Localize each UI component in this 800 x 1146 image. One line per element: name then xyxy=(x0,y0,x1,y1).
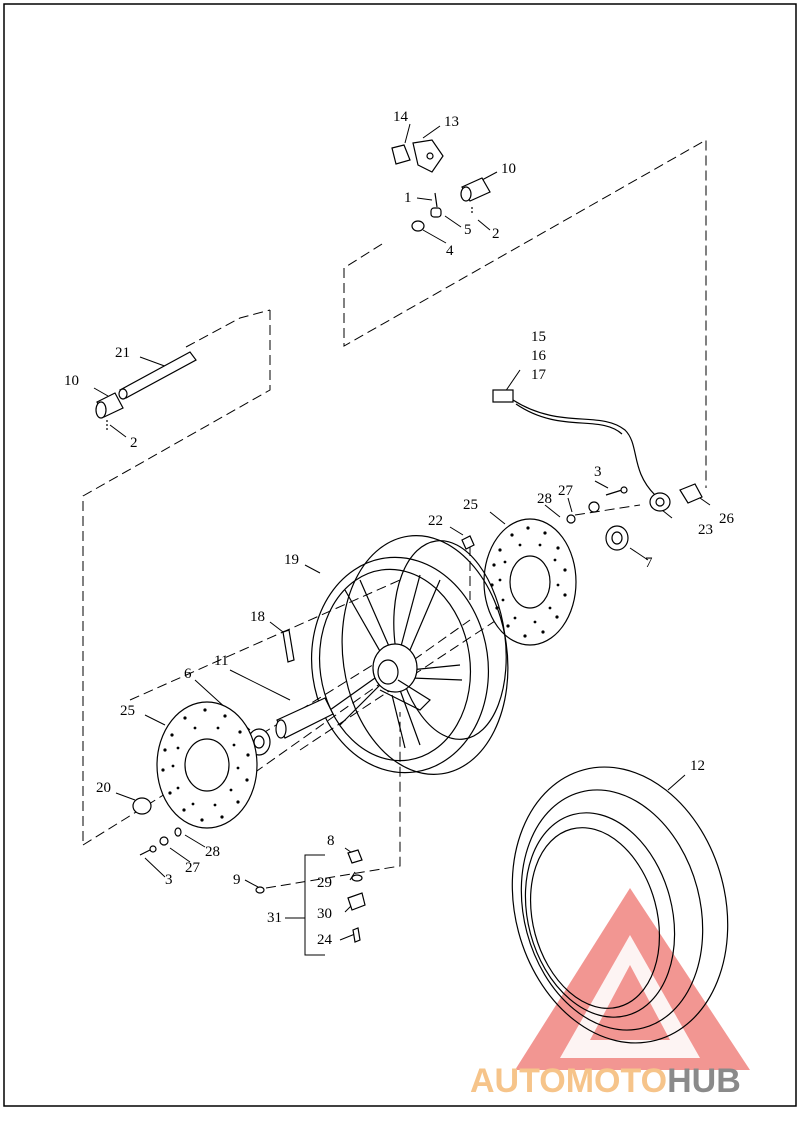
label-part-26: 26 xyxy=(719,511,734,527)
hardware-left-3-27-28 xyxy=(139,827,182,856)
tire-part-12 xyxy=(511,766,729,1044)
label-part-28-right: 28 xyxy=(537,491,552,507)
label-part-22: 22 xyxy=(428,513,443,529)
watermark-auto: AUTO xyxy=(470,1062,566,1100)
label-part-11: 11 xyxy=(214,653,229,669)
sensor-parts-23-26 xyxy=(649,483,703,512)
wheel-rim-part-19 xyxy=(310,535,509,775)
diagram-border xyxy=(3,3,797,1107)
axle-part-21 xyxy=(118,351,197,400)
label-part-18: 18 xyxy=(250,609,265,625)
cap-part-20 xyxy=(132,797,152,815)
valve-stem-parts xyxy=(255,849,366,943)
hardware-right-3-27-28 xyxy=(566,486,628,524)
label-part-7: 7 xyxy=(645,555,653,571)
label-part-27-left: 27 xyxy=(185,860,200,876)
bracket-parts-13-14 xyxy=(391,139,444,173)
label-part-2-left: 2 xyxy=(130,435,138,451)
brake-rotor-right xyxy=(483,518,577,646)
label-part-1: 1 xyxy=(404,190,412,206)
label-part-10-top: 10 xyxy=(501,161,516,177)
label-part-17: 17 xyxy=(531,367,546,383)
spacer-part-10-top xyxy=(460,177,491,215)
label-part-28-left: 28 xyxy=(205,844,220,860)
label-part-19: 19 xyxy=(284,552,299,568)
watermark-hub: HUB xyxy=(667,1062,741,1100)
label-part-23: 23 xyxy=(698,522,713,538)
label-part-20: 20 xyxy=(96,780,111,796)
label-part-12: 12 xyxy=(690,758,705,774)
label-part-24: 24 xyxy=(317,932,332,948)
label-part-27-right: 27 xyxy=(558,483,573,499)
watermark-moto: MOTO xyxy=(565,1062,668,1100)
spacer-tube-part-11 xyxy=(275,697,334,739)
label-part-2-top: 2 xyxy=(492,226,500,242)
label-part-29: 29 xyxy=(317,875,332,891)
spacer-part-10-left xyxy=(95,392,124,430)
label-part-15: 15 xyxy=(531,329,546,345)
part-22-block xyxy=(461,535,475,550)
label-part-3-left: 3 xyxy=(165,872,173,888)
label-part-5: 5 xyxy=(464,222,472,238)
label-part-16: 16 xyxy=(531,348,546,364)
label-part-25-left: 25 xyxy=(120,703,135,719)
label-part-9: 9 xyxy=(233,872,241,888)
label-part-3-right: 3 xyxy=(594,464,602,480)
automotohub-watermark: AUTOMOTOHUB xyxy=(470,1064,741,1098)
label-part-13: 13 xyxy=(444,114,459,130)
label-part-30: 30 xyxy=(317,906,332,922)
label-part-4: 4 xyxy=(446,243,454,259)
bearing-part-7 xyxy=(605,525,629,551)
label-part-25-right: 25 xyxy=(463,497,478,513)
label-part-8: 8 xyxy=(327,833,335,849)
part-18-pin xyxy=(282,629,295,663)
label-part-31: 31 xyxy=(267,910,282,926)
small-hardware-parts xyxy=(411,192,442,232)
brake-rotor-left xyxy=(156,701,258,829)
wheel-speed-sensor-cable xyxy=(492,389,656,496)
label-part-21: 21 xyxy=(115,345,130,361)
label-part-10-left: 10 xyxy=(64,373,79,389)
label-part-6: 6 xyxy=(184,666,192,682)
label-part-14: 14 xyxy=(393,109,408,125)
